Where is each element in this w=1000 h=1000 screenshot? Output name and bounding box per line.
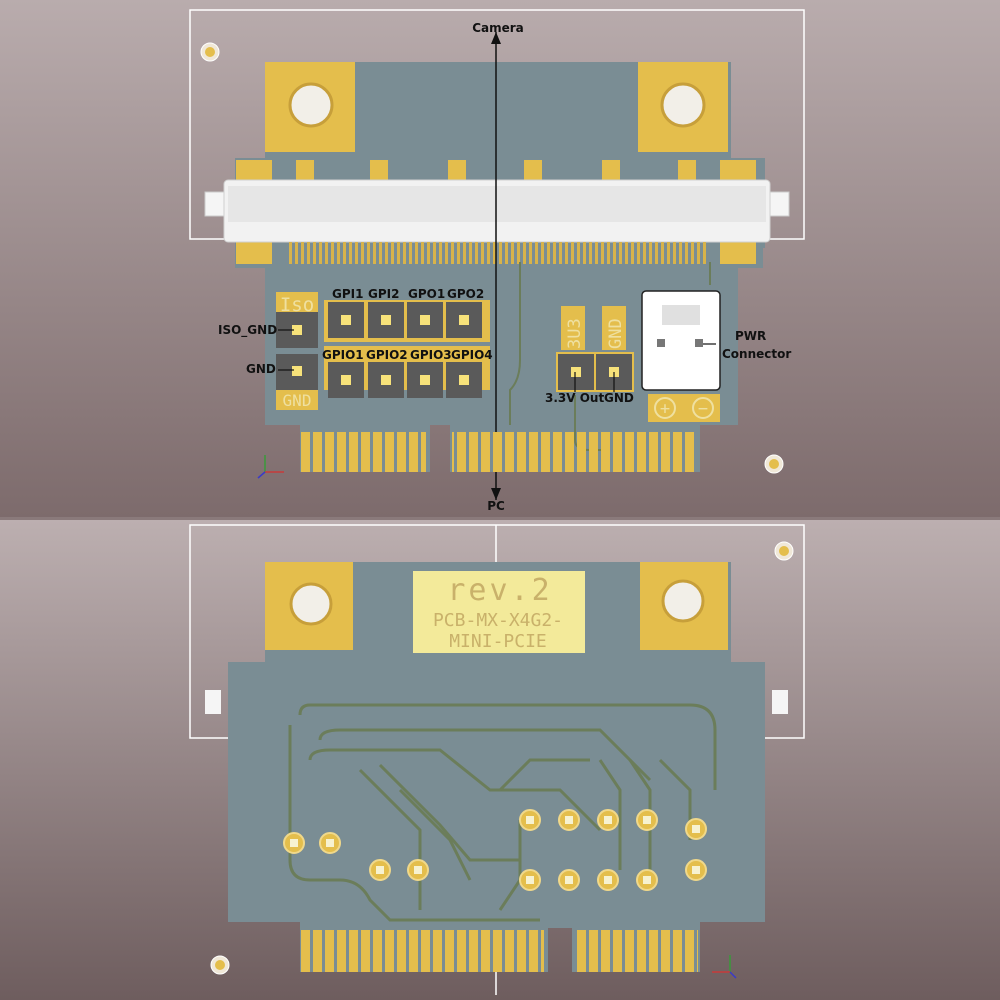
mount-hole-pad (215, 960, 225, 970)
iso-header: Iso GND (276, 292, 318, 410)
callout-gnd: GND (246, 362, 276, 376)
top-view: Camera PC Iso GND (0, 0, 1000, 517)
callout-gpio2: GPIO2 (366, 348, 408, 362)
callout-iso-gnd: ISO_GND (218, 323, 277, 338)
gpio-headers (324, 300, 490, 398)
bottom-view: rev.2 PCB-MX-X4G2- MINI-PCIE (0, 520, 1000, 1000)
signal-direction-axis (491, 32, 501, 500)
callout-gpo1: GPO1 (408, 287, 445, 301)
part-number-line2: MINI-PCIE (449, 631, 547, 652)
edge-fingers-bottom-left (300, 930, 544, 972)
silk-3v3: 3U3 (565, 318, 585, 349)
camera-connector (204, 179, 790, 264)
mount-hole-pad (779, 546, 789, 556)
callout-gpo2: GPO2 (447, 287, 484, 301)
callout-gpi2: GPI2 (368, 287, 399, 301)
edge-fingers-right (452, 432, 696, 472)
mount-pad-left-bottom (265, 562, 353, 650)
bottom-board (228, 562, 765, 972)
silk-gnd: GND (283, 391, 312, 410)
revision-label: rev.2 PCB-MX-X4G2- MINI-PCIE (413, 571, 585, 653)
silk-gnd-vertical: GND (606, 318, 626, 349)
callout-connector: Connector (722, 347, 791, 361)
callout-gpio1: GPIO1 (322, 348, 364, 362)
pc-label: PC (487, 499, 505, 513)
callout-gpio3: GPIO3 (410, 348, 452, 362)
mount-pad-right-bottom (640, 562, 728, 650)
power-output-header: 3U3 GND (556, 306, 634, 392)
silk-minus: − (698, 399, 708, 419)
mount-pad-left (265, 62, 355, 152)
housing-tab-right (772, 690, 788, 714)
callout-3v3-out: 3.3V Out (545, 391, 604, 405)
axis-triad-icon (257, 455, 284, 479)
mount-pad-right (638, 62, 728, 152)
camera-label: Camera (472, 21, 524, 35)
part-number-line1: PCB-MX-X4G2- (433, 610, 563, 631)
through-hole-pads (283, 809, 707, 891)
edge-fingers-bottom-right (576, 930, 698, 972)
view-divider (0, 517, 1000, 520)
housing-tab-left (205, 690, 221, 714)
callout-out-gnd: GND (604, 391, 634, 405)
callout-leaders (278, 329, 716, 392)
callout-gpi1: GPI1 (332, 287, 363, 301)
pwr-connector: + − (641, 290, 721, 422)
edge-fingers-left (300, 432, 426, 472)
revision-text: rev.2 (447, 573, 552, 608)
axis-triad-icon-bottom (712, 955, 737, 979)
callout-pwr: PWR (735, 329, 766, 343)
callout-gpio4: GPIO4 (451, 348, 493, 362)
silk-iso: Iso (280, 294, 314, 316)
mount-hole-pad (769, 459, 779, 469)
silk-plus: + (660, 399, 670, 419)
mount-hole-pad (205, 47, 215, 57)
